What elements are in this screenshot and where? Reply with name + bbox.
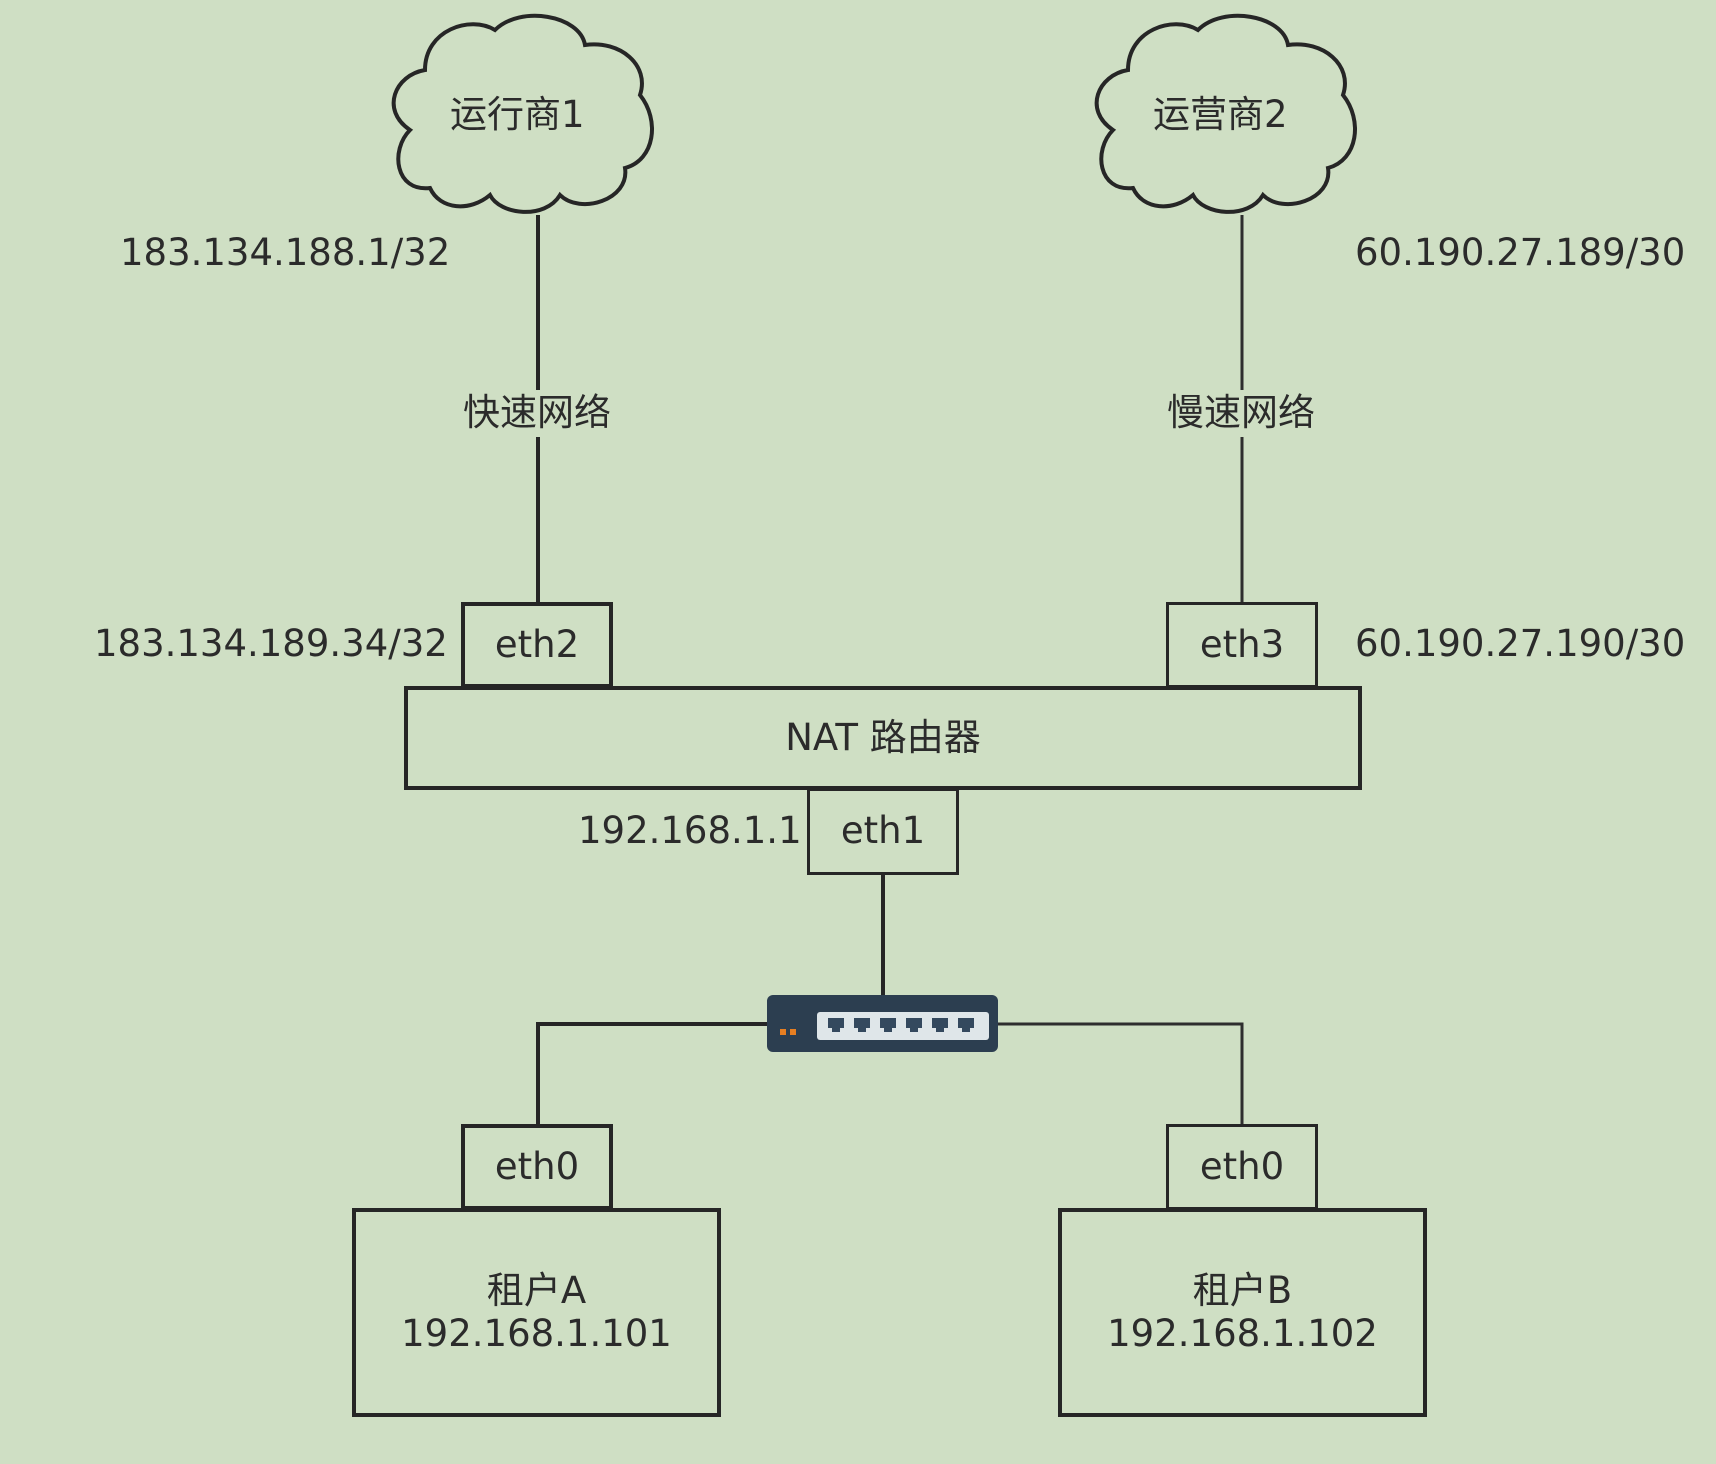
router-name: NAT 路由器 xyxy=(785,715,981,759)
isp2-label: 运营商2 xyxy=(1153,93,1288,136)
switch-tenant-b-line xyxy=(996,1022,1244,1126)
eth1-address: 192.168.1.1 xyxy=(578,809,802,852)
eth1-label: eth1 xyxy=(840,809,926,853)
tenant-b-ip: 192.168.1.102 xyxy=(1107,1311,1378,1355)
switch-tenant-a-line xyxy=(536,1022,770,1126)
tenant-b-host: 租户B 192.168.1.102 xyxy=(1058,1208,1427,1417)
isp2-gateway-address: 60.190.27.189/30 xyxy=(1355,231,1686,274)
network-switch-icon xyxy=(767,995,998,1052)
tenant-b-iface-label: eth0 xyxy=(1199,1144,1285,1188)
isp2-cloud-icon xyxy=(1094,13,1357,214)
eth2-address: 183.134.189.34/32 xyxy=(94,622,448,665)
tenant-b-name: 租户B xyxy=(1192,1268,1293,1312)
nat-router: NAT 路由器 xyxy=(404,686,1362,790)
router-eth3-port: eth3 xyxy=(1166,602,1318,688)
router-eth1-port: eth1 xyxy=(807,788,959,875)
eth2-label: eth2 xyxy=(494,622,580,666)
isp1-gateway-address: 183.134.188.1/32 xyxy=(120,231,451,274)
router-eth2-port: eth2 xyxy=(461,602,613,688)
tenant-b-eth0-port: eth0 xyxy=(1166,1124,1318,1210)
tenant-a-iface-label: eth0 xyxy=(494,1144,580,1188)
eth3-label: eth3 xyxy=(1199,622,1285,666)
slow-network-label: 慢速网络 xyxy=(1163,390,1319,437)
isp1-label: 运行商1 xyxy=(450,93,585,136)
isp1-cloud-icon xyxy=(391,13,654,214)
fast-network-label: 快速网络 xyxy=(459,390,615,437)
eth3-address: 60.190.27.190/30 xyxy=(1355,622,1686,665)
tenant-a-host: 租户A 192.168.1.101 xyxy=(352,1208,721,1417)
tenant-a-name: 租户A xyxy=(486,1268,587,1312)
tenant-a-eth0-port: eth0 xyxy=(461,1124,613,1210)
tenant-a-ip: 192.168.1.101 xyxy=(401,1311,672,1355)
